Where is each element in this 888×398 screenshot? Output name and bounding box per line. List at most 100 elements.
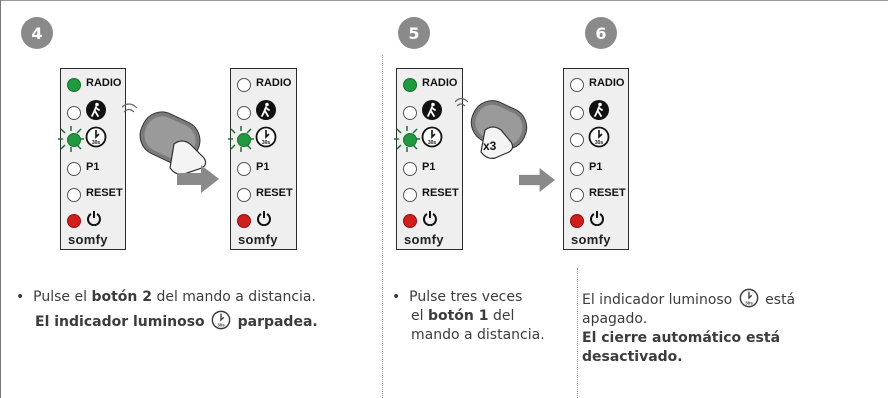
pedestrian-led [403,106,417,120]
instruction-text: Pulse tres veces [409,289,523,305]
instruction-text: Pulse el [33,289,92,305]
result-bold: desactivado. [582,349,683,365]
reset-led [237,188,251,202]
power-led [570,214,584,228]
svg-text:30s: 30s [262,140,271,146]
pedestrian-led [237,106,251,120]
timer-led [403,133,417,147]
radio-label: RADIO [86,77,122,89]
reset-led [570,188,584,202]
remote-control-image [455,97,528,159]
svg-text:30s: 30s [217,322,225,327]
frame-left-line [0,0,1,398]
result-bold: El cierre automático está [582,330,781,346]
radio-label: RADIO [256,77,292,89]
p1-led [67,162,81,176]
instruction-text: el [411,308,428,324]
instruction-bold: botón 1 [427,308,489,324]
instruction-col-1: • Pulse el botón 2 del mando a distancia… [16,288,376,332]
instruction-line: mando a distancia. [392,326,572,345]
reset-label: RESET [256,187,293,199]
instruction-line: • Pulse el botón 2 del mando a distancia… [16,288,376,307]
somfy-logo: somfy [68,232,108,247]
svg-text:30s: 30s [595,140,604,146]
result-line: desactivado. [582,348,862,367]
pedestrian-icon [589,100,609,120]
bullet: • [392,289,401,305]
svg-text:30s: 30s [745,300,753,305]
power-icon [257,211,271,226]
result-bold: El indicador luminoso [35,314,205,330]
pedestrian-led [570,106,584,120]
p1-label: P1 [589,161,603,173]
arrow-right-icon [177,165,219,193]
reset-led [403,188,417,202]
timer-led [570,133,584,147]
power-led [403,214,417,228]
timer-led [237,133,251,147]
somfy-logo: somfy [238,232,278,247]
somfy-logo: somfy [571,232,611,247]
divider-dotted [382,55,383,398]
pedestrian-icon [256,100,276,120]
reset-label: RESET [422,187,459,199]
svg-text:30s: 30s [428,140,437,146]
pedestrian-icon [422,100,442,120]
instruction-bold: botón 2 [91,289,152,305]
p1-label: P1 [86,161,100,173]
p1-led [237,162,251,176]
pedestrian-icon [86,100,106,120]
control-panel-4: RADIO 30s P1 RESET somfy [563,68,629,250]
instruction-col-2: • Pulse tres veces el botón 1 del mando … [392,288,572,345]
timer-30s-icon: 30s [255,126,277,148]
frame-top-line [0,0,888,1]
blink-rays-icon [394,126,420,152]
timer-led [67,133,81,147]
control-panel-3: RADIO 30s P1 RESET somfy [394,68,463,250]
instruction-line: • Pulse tres veces [392,288,572,307]
step-4-badge: 4 [21,17,53,49]
power-led [67,214,81,228]
power-icon [590,211,604,226]
instruction-text: del [488,308,515,324]
arrow-right-icon [519,168,555,192]
instruction-text: mando a distancia. [411,327,545,343]
timer-30s-icon: 30s [588,126,610,148]
press-count-label: x3 [483,139,497,153]
timer-30s-icon: 30s [421,126,443,148]
divider-dotted-2 [577,268,578,398]
reset-led [67,188,81,202]
timer-30s-icon: 30s [211,310,231,330]
result-line: apagado. [582,310,862,329]
radio-led [403,78,417,92]
result-text: El indicador luminoso [582,292,733,308]
p1-label: P1 [256,161,270,173]
power-icon [423,211,437,226]
control-panel-1: RADIO 30s P1 RESET somfy [58,68,126,250]
control-panel-2: RADIO 30s P1 RESET somfy [228,68,297,250]
reset-label: RESET [86,187,123,199]
result-bold: parpadea. [237,314,318,330]
radio-label: RADIO [422,77,458,89]
instruction-col-3: El indicador luminoso 30s está apagado. … [582,288,862,367]
timer-30s-icon: 30s [85,126,107,148]
step-6-badge: 6 [585,17,617,49]
step-5-badge: 5 [398,17,430,49]
result-text: apagado. [582,311,648,327]
power-icon [87,211,101,226]
p1-led [570,162,584,176]
result-line: El cierre automático está [582,329,862,348]
svg-text:30s: 30s [92,140,101,146]
radio-led [570,78,584,92]
result-line: El indicador luminoso 30s está [582,288,862,310]
instruction-text: del mando a distancia. [152,289,316,305]
instruction-line: el botón 1 del [392,307,572,326]
timer-30s-icon: 30s [739,288,759,308]
p1-label: P1 [422,161,436,173]
radio-led [67,78,81,92]
pedestrian-led [67,106,81,120]
result-line: El indicador luminoso 30s parpadea. [16,310,376,332]
power-led [237,214,251,228]
radio-label: RADIO [589,77,625,89]
radio-led [237,78,251,92]
